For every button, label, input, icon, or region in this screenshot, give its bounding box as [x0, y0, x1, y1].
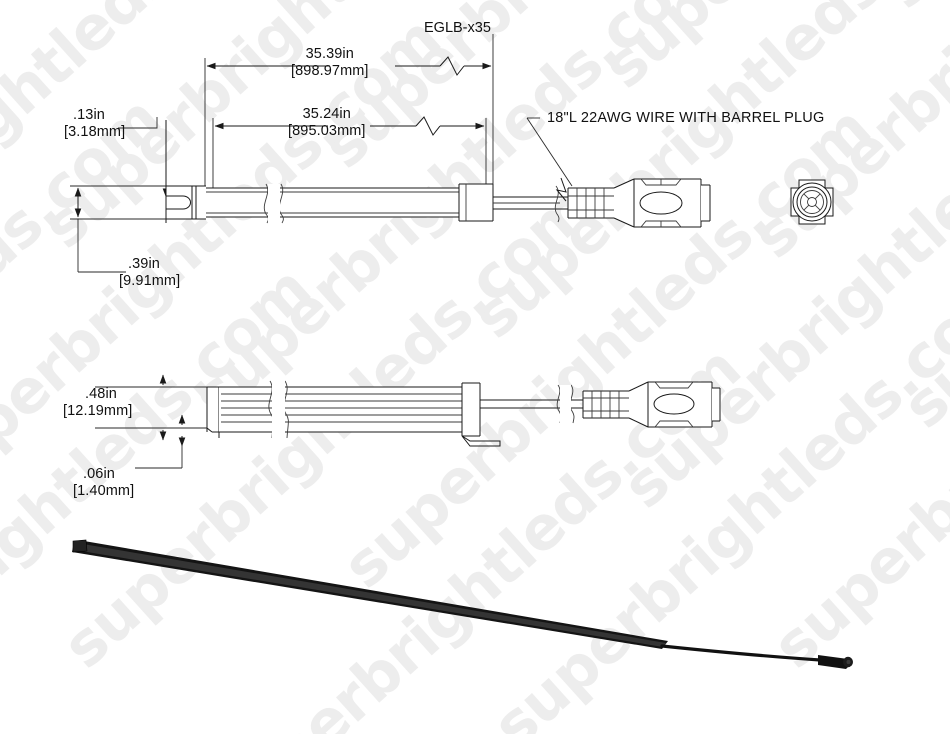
end-view-barrel-plug — [790, 179, 834, 225]
product-photo — [72, 539, 853, 669]
wire-callout-label: 18"L 22AWG WIRE WITH BARREL PLUG — [547, 110, 825, 126]
dimension-width-inches: .39in — [128, 256, 160, 272]
dimension-housing-length-inches: 35.24in — [302, 106, 351, 122]
side-view-lead-wire — [480, 384, 583, 425]
dimension-overall-length-inches: 35.39in — [305, 46, 354, 62]
side-view-barrel-plug — [582, 381, 721, 428]
dimension-height-label: .48in [12.19mm] — [63, 386, 132, 420]
side-view-light-bar — [206, 380, 501, 447]
dimension-base-thickness-label: .06in [1.40mm] — [73, 466, 134, 500]
drawing-title: EGLB-x35 — [424, 20, 491, 36]
dimension-housing-length-label: 35.24in [895.03mm] — [288, 106, 366, 140]
dimension-housing-length-mm: [895.03mm] — [288, 123, 366, 139]
dimension-height-inches: .48in — [85, 386, 117, 402]
dimension-height-mm: [12.19mm] — [63, 403, 133, 419]
dimension-end-cap-thickness-inches: .13in — [73, 107, 105, 123]
dimension-housing-length — [212, 116, 487, 192]
dimension-end-cap-thickness-label: .13in [3.18mm] — [64, 107, 125, 141]
dimension-width-mm: [9.91mm] — [119, 273, 181, 289]
top-view-barrel-plug — [567, 178, 711, 228]
dimension-overall-length-label: 35.39in [898.97mm] — [291, 46, 369, 80]
dimension-base-thickness-mm: [1.40mm] — [73, 483, 135, 499]
top-view-light-bar — [165, 183, 494, 224]
dimension-end-cap-thickness-mm: [3.18mm] — [64, 124, 126, 140]
top-view-lead-wire — [493, 117, 573, 223]
dimension-overall-length-mm: [898.97mm] — [291, 63, 369, 79]
dimension-base-thickness — [135, 414, 200, 469]
dimension-base-thickness-inches: .06in — [83, 466, 115, 482]
dimension-width-label: .39in [9.91mm] — [119, 256, 180, 290]
dimension-overall-length — [204, 34, 494, 192]
